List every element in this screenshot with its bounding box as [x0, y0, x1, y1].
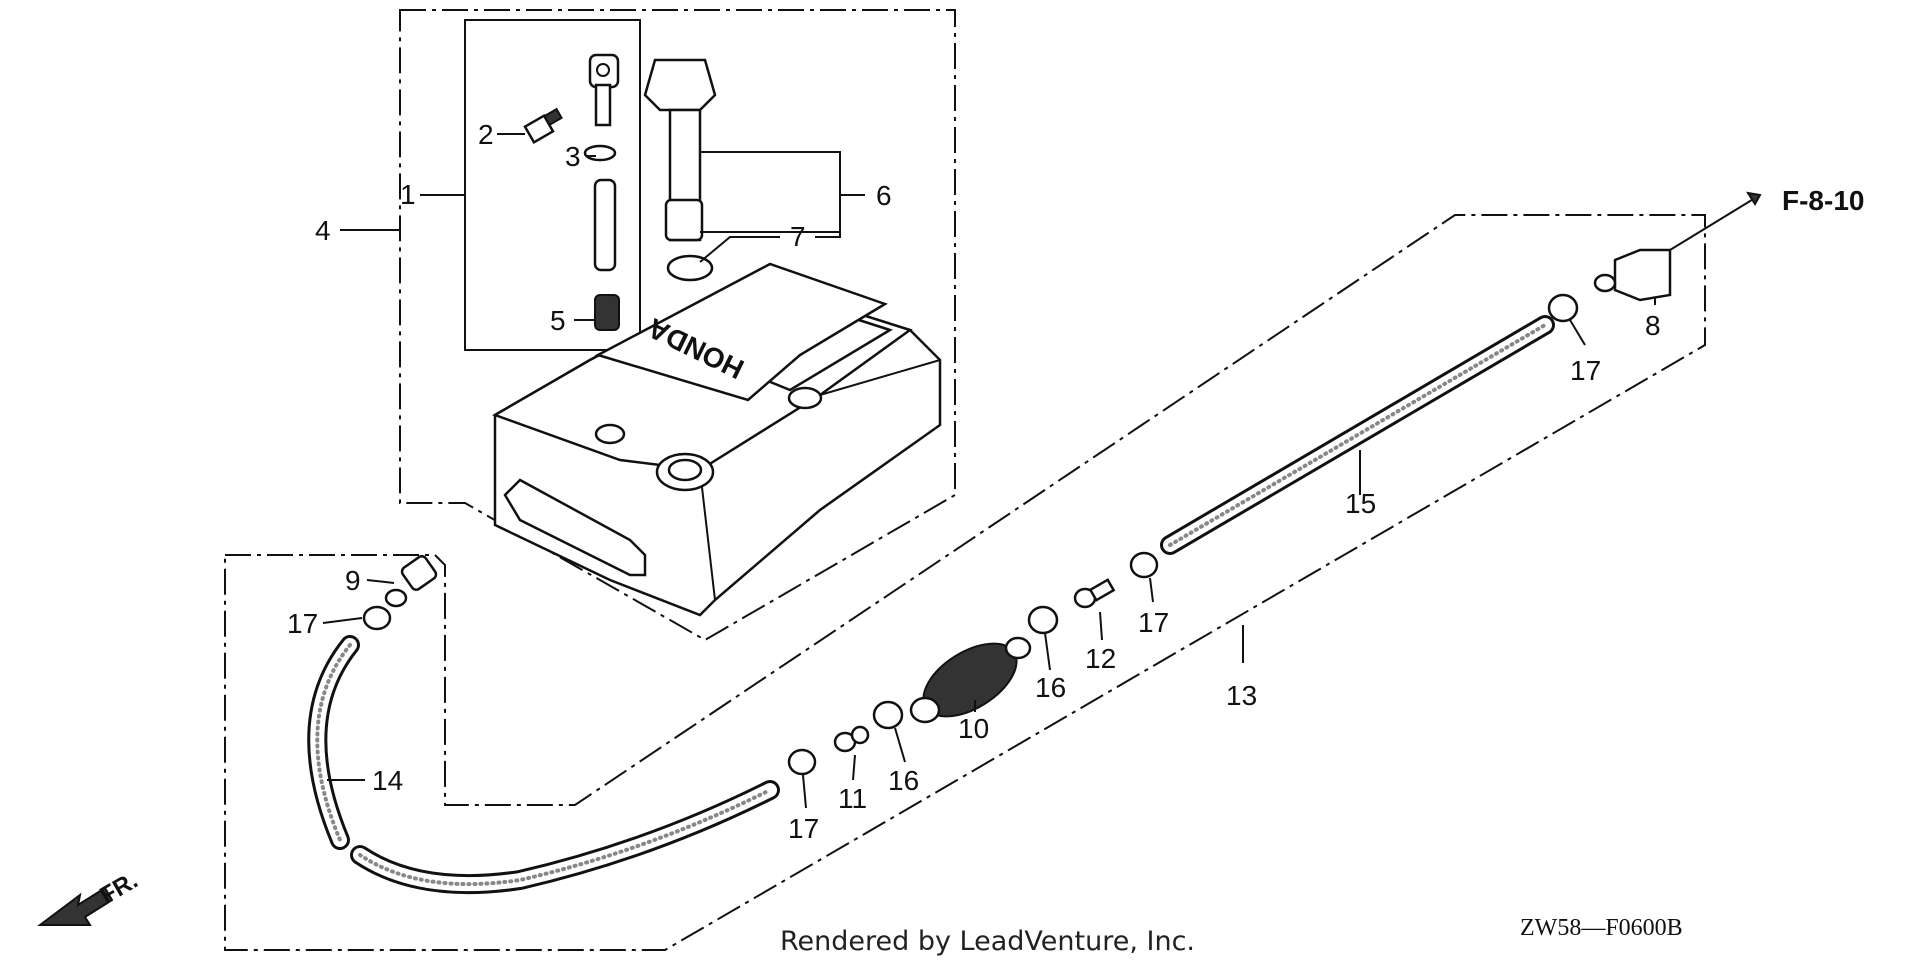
vent-screw-part [523, 107, 563, 145]
hose-14-part [307, 635, 780, 895]
hose-clip-17b [1129, 551, 1159, 579]
assembly-frame-4 [399, 9, 956, 642]
hose-clip-17c [362, 605, 392, 631]
callout-16a: 16 [1035, 672, 1066, 703]
callout-4: 4 [315, 215, 331, 246]
callout-13: 13 [1226, 680, 1257, 711]
assembly-frame-13 [224, 214, 1706, 951]
hose-15-part [1160, 315, 1555, 555]
callout-16b: 16 [888, 765, 919, 796]
callout-5: 5 [550, 305, 566, 336]
joint-11 [833, 725, 870, 753]
callout-8: 8 [1645, 310, 1661, 341]
tank-connector-part [1593, 248, 1672, 302]
washer-part [583, 144, 617, 162]
front-direction-arrow-icon [37, 886, 114, 926]
hose-clip-17a [1547, 293, 1579, 323]
leader-lines [322, 133, 1762, 809]
callout-17a: 17 [1570, 355, 1601, 386]
joint-16b [872, 700, 904, 730]
callout-15: 15 [1345, 488, 1376, 519]
filter-part [594, 294, 620, 331]
hose-clip-17d [787, 748, 817, 776]
fuel-tank: HONDA [492, 262, 942, 617]
reference-label: F-8-10 [1782, 185, 1864, 216]
engine-connector-part [384, 555, 438, 608]
callout-2: 2 [478, 119, 494, 150]
callout-11: 11 [838, 783, 867, 814]
footer-credit: Rendered by LeadVenture, Inc. [780, 926, 1195, 957]
callout-1: 1 [400, 179, 416, 210]
joint-16a [1027, 605, 1059, 635]
primer-bulb-part [909, 636, 1032, 724]
callout-6: 6 [876, 180, 892, 211]
callout-17c: 17 [287, 608, 318, 639]
pipe-part [593, 178, 617, 272]
callout-12: 12 [1085, 643, 1116, 674]
callout-17b: 17 [1138, 607, 1169, 638]
assembly-frame-1 [464, 19, 641, 351]
callout-10: 10 [958, 713, 989, 744]
callout-14: 14 [372, 765, 403, 796]
joint-12 [1073, 578, 1116, 609]
vent-fitting-part [588, 53, 620, 127]
callout-17d: 17 [788, 813, 819, 844]
gasket-part [666, 254, 714, 282]
fuel-gauge-part [643, 58, 717, 242]
callout-7: 7 [790, 221, 806, 252]
callout-3: 3 [565, 141, 581, 172]
drawing-code: ZW58—F0600B [1520, 915, 1683, 941]
callout-9: 9 [345, 565, 361, 596]
